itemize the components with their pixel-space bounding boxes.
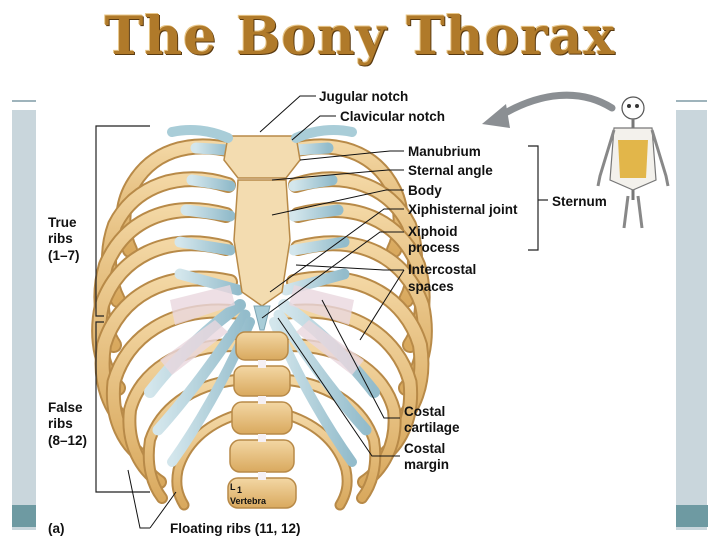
label-intercostal-line2: spaces <box>408 279 454 294</box>
label-xiphisternal-joint: Xiphisternal joint <box>408 202 518 217</box>
clavicle-stubs <box>167 125 357 143</box>
intercostal-membranes <box>160 285 364 375</box>
label-sternum: Sternum <box>552 194 607 209</box>
panel-tag: (a) <box>48 521 65 536</box>
label-floating-ribs: Floating ribs (11, 12) <box>170 521 301 536</box>
label-costal-cartilage-line2: cartilage <box>404 420 460 435</box>
label-clavicular-notch: Clavicular notch <box>340 109 445 124</box>
label-true-ribs-line2: ribs <box>48 231 73 246</box>
label-false-ribs-line3: (8–12) <box>48 433 87 448</box>
label-true-ribs-line3: (1–7) <box>48 248 80 263</box>
label-sternal-angle: Sternal angle <box>408 163 493 178</box>
slide-title: The Bony Thorax <box>104 6 616 67</box>
sternum <box>223 135 301 331</box>
label-false-ribs-line1: False <box>48 400 83 415</box>
label-true-ribs-line1: True <box>48 215 77 230</box>
label-jugular-notch: Jugular notch <box>319 89 408 104</box>
skeleton-inset-icon <box>596 96 670 229</box>
pointer-arrow <box>496 91 616 120</box>
leader-lines <box>127 95 405 529</box>
label-costal-cartilage-line1: Costal <box>404 404 445 419</box>
label-costal-margin-line2: margin <box>404 457 449 472</box>
sternum-bracket <box>528 145 548 251</box>
slide-accent-left <box>12 505 36 527</box>
label-manubrium: Manubrium <box>408 144 481 159</box>
slide-accent-right <box>676 505 708 527</box>
label-vertebra-sub: 1 <box>237 485 242 495</box>
label-false-ribs-line2: ribs <box>48 416 73 431</box>
label-vertebra-code: L <box>230 482 236 492</box>
label-vertebra: Vertebra <box>230 496 267 506</box>
pointer-arrowhead <box>482 104 510 128</box>
label-xiphoid-line2: process <box>408 240 460 255</box>
label-body: Body <box>408 183 442 198</box>
label-intercostal-line1: Intercostal <box>408 262 476 277</box>
vertebral-column <box>227 331 297 509</box>
label-xiphoid-line1: Xiphoid <box>408 224 458 239</box>
label-costal-margin-line1: Costal <box>404 441 445 456</box>
rib-brackets <box>95 125 150 493</box>
